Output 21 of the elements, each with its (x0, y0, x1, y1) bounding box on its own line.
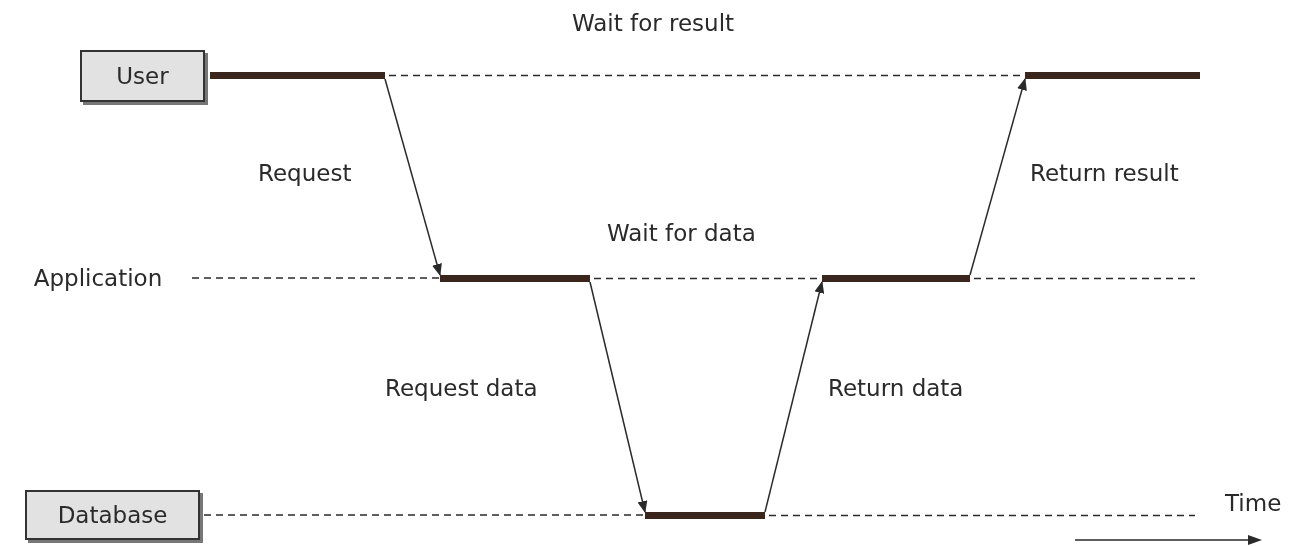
activity-bar (645, 512, 765, 519)
edge-label: Return result (1030, 160, 1179, 188)
actor-label: Application (8, 258, 188, 298)
dashed-line (973, 277, 1196, 280)
arrow (384, 78, 442, 276)
activity-bar (822, 275, 970, 282)
dashed-line (191, 277, 441, 279)
axis-label: Time (1225, 490, 1282, 518)
arrow (764, 281, 825, 513)
activity-bar (440, 275, 590, 282)
dashed-line (203, 514, 646, 516)
activity-bar (210, 72, 385, 79)
actor-box: User (80, 50, 205, 102)
arrow (589, 281, 648, 513)
edge-label: Request data (385, 375, 538, 403)
edge-label: Return data (828, 375, 964, 403)
dashed-line (768, 514, 1196, 517)
edge-label: Request (258, 160, 352, 188)
activity-bar (1025, 72, 1200, 79)
arrow (969, 78, 1027, 276)
actor-box: Database (25, 490, 200, 540)
